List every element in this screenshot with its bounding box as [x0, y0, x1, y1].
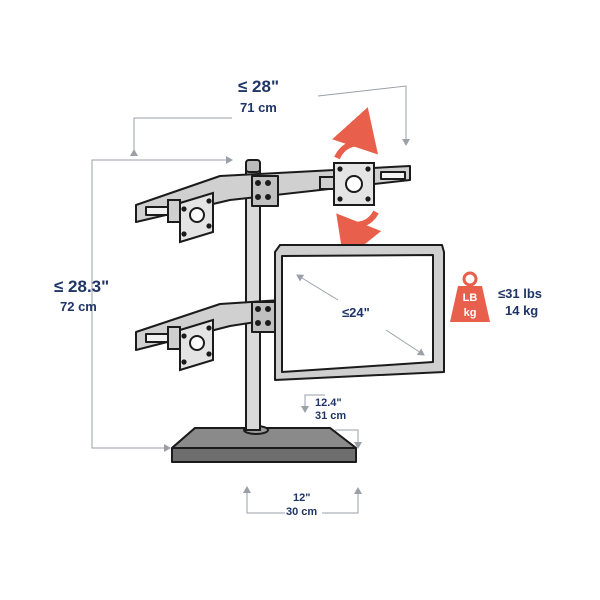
reach-dimension-left [130, 117, 232, 156]
reach-metric-label: 71 cm [240, 100, 277, 115]
stand-pole [245, 159, 261, 431]
rotate-arrows-icon [332, 107, 382, 262]
base-depth-imperial-label: 12.4" [315, 397, 342, 409]
vesa-plate-upper-right [319, 162, 375, 206]
height-imperial-label: ≤ 28.3" [54, 277, 110, 296]
weight-metric-label: 14 kg [505, 303, 539, 318]
height-dimension [91, 159, 225, 449]
vesa-plate-upper-left [167, 191, 214, 244]
reach-imperial-label: ≤ 28" [238, 77, 280, 96]
reach-dimension-right [317, 85, 410, 146]
screen-size-label: ≤24" [342, 305, 370, 320]
stand-base [171, 425, 357, 463]
weight-icon-top-text: LB [463, 292, 478, 304]
base-depth-metric-label: 31 cm [315, 410, 347, 422]
monitor [274, 244, 445, 381]
weight-icon: LB kg [450, 271, 490, 322]
base-width-right [322, 487, 362, 514]
screen-diagonal [296, 274, 425, 356]
weight-icon-bottom-text: kg [464, 307, 477, 319]
base-depth-bottom [335, 429, 362, 449]
vesa-plate-lower-left [167, 318, 214, 372]
base-width-imperial-label: 12" [293, 492, 311, 504]
base-width-metric-label: 30 cm [286, 506, 318, 518]
base-width-left [246, 488, 285, 514]
height-metric-label: 72 cm [60, 299, 97, 314]
dimension-lines [91, 85, 410, 514]
weight-imperial-label: ≤31 lbs [498, 286, 542, 301]
